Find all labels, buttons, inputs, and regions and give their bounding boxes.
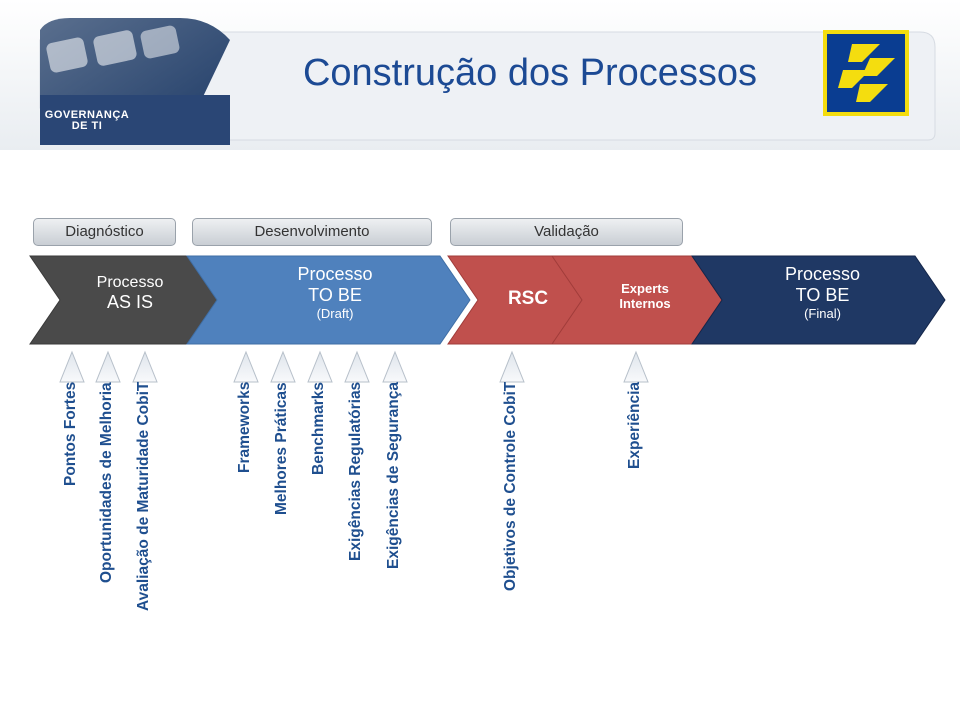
governanca-logo-text: GOVERNANÇA DE TI	[42, 110, 132, 132]
bb-logo-icon	[838, 44, 895, 102]
pointer-2	[95, 350, 121, 383]
as-is-line-2: AS IS	[106, 292, 154, 313]
phase-diagnostico: Diagnóstico	[33, 218, 176, 246]
pointer-6	[307, 350, 333, 383]
vertical-text: Oportunidades de Melhoria	[98, 382, 115, 583]
logo-line-2: DE TI	[71, 120, 103, 132]
input-pontos-fortes: Pontos Fortes	[62, 382, 82, 682]
pointer-5	[270, 350, 296, 383]
experts-line-1: Experts	[621, 281, 669, 296]
to-be-final-line-3: (Final)	[804, 306, 841, 322]
to-be-final-line-2: TO BE	[795, 284, 850, 305]
vertical-text: Pontos Fortes	[62, 381, 79, 486]
pointer-8	[382, 350, 408, 383]
input-benchmarks: Benchmarks	[310, 382, 330, 682]
header-banner: Construção dos Processos GOVERNANÇA DE T…	[0, 0, 960, 150]
vertical-text: Experiência	[626, 381, 643, 469]
vertical-text: Objetivos de Controle CobiT	[502, 381, 519, 591]
phase-desenvolvimento: Desenvolvimento	[192, 218, 432, 246]
banner-background	[0, 0, 960, 150]
page-title: Construção dos Processos	[302, 52, 758, 94]
as-is-line-1: Processo	[96, 274, 164, 291]
to-be-draft-line-2: TO BE	[308, 284, 362, 305]
input-pointers	[0, 345, 960, 385]
vertical-text: Exigências de Segurança	[385, 382, 402, 569]
vertical-text: Melhores Práticas	[273, 382, 290, 515]
process-flow: Processo AS IS Processo TO BE (Draft) RS…	[0, 250, 960, 350]
pointer-3	[132, 350, 158, 383]
pointer-4	[233, 350, 259, 383]
phase-validacao: Validação	[450, 218, 683, 246]
logo-line-1: GOVERNANÇA	[44, 109, 130, 121]
to-be-draft-line-1: Processo	[297, 264, 373, 284]
pointer-1	[59, 350, 85, 383]
experts-line-2: Internos	[619, 295, 671, 311]
pointer-9	[499, 350, 525, 383]
to-be-final-line-1: Processo	[784, 264, 861, 284]
input-oportunidades: Oportunidades de Melhoria	[98, 382, 118, 682]
rsc-label: RSC	[507, 288, 549, 309]
input-avaliacao-cobit: Avaliação de Maturidade CobiT	[135, 382, 155, 682]
experts-label: Experts Internos	[590, 281, 700, 312]
pointer-7	[344, 350, 370, 383]
pointer-10	[623, 350, 649, 383]
vertical-text: Exigências Regulatórias	[347, 381, 364, 561]
vertical-text: Avaliação de Maturidade CobiT	[135, 381, 152, 611]
input-melhores-praticas: Melhores Práticas	[273, 382, 293, 682]
input-frameworks: Frameworks	[236, 382, 256, 682]
vertical-text: Benchmarks	[310, 381, 327, 475]
to-be-draft-label: Processo TO BE (Draft)	[250, 264, 420, 322]
vertical-text: Frameworks	[236, 381, 253, 473]
input-exigencias-seguranca: Exigências de Segurança	[385, 382, 405, 682]
input-experiencia: Experiência	[626, 382, 646, 682]
process-chevrons	[29, 255, 946, 345]
to-be-draft-line-3: (Draft)	[316, 306, 354, 322]
to-be-final-label: Processo TO BE (Final)	[740, 264, 905, 322]
chevron-to-be-final	[691, 255, 946, 345]
chevron-to-be-draft	[186, 255, 471, 345]
input-exigencias-regulatorias: Exigências Regulatórias	[347, 382, 367, 682]
as-is-label: Processo AS IS	[70, 274, 190, 313]
input-objetivos-cobit: Objetivos de Controle CobiT	[502, 382, 522, 682]
